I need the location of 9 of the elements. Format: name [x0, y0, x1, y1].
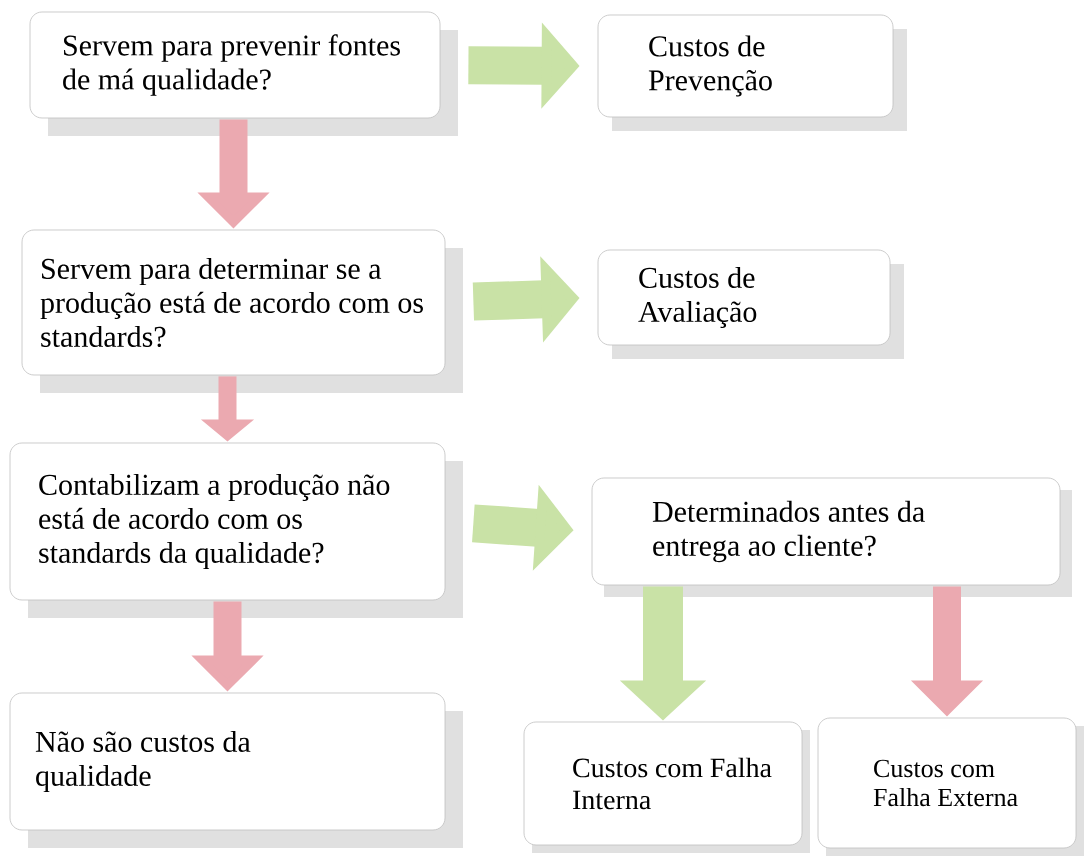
process-box: Servem para prevenir fontes de má qualidade? [29, 11, 458, 136]
process-box: Custos de Avaliação [597, 249, 904, 359]
process-box: Contabilizam a produção não está de acordo com os standards da qualidade? [9, 442, 463, 618]
process-box: Servem para determinar se a produção está de acordo com os standards? [21, 229, 463, 393]
process-box: Custos de Prevenção [597, 14, 907, 131]
process-box: Determinados antes da entrega ao cliente? [591, 477, 1072, 597]
process-box: Não são custos da qualidade [9, 692, 463, 848]
process-box: Custos com Falha Externa [817, 717, 1084, 856]
process-box: Custos com Falha Interna [523, 721, 810, 853]
